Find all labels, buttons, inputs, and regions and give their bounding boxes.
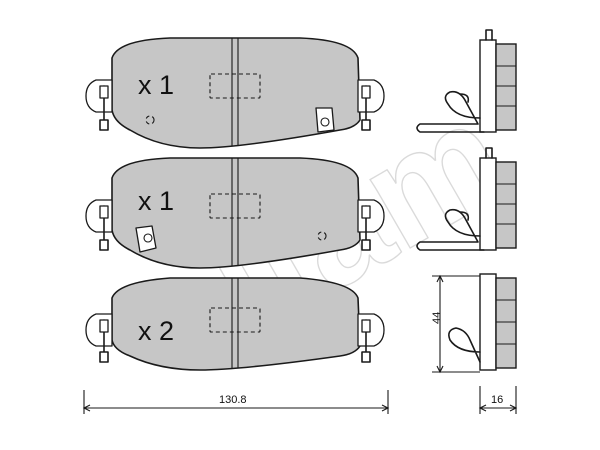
pad-1-quantity-label: x 1	[138, 70, 174, 100]
wear-sensor-tab	[315, 107, 335, 133]
pad-front-view-2: x 1	[85, 157, 385, 269]
height-dimension: 44	[431, 274, 480, 374]
pad-side-view-3	[448, 273, 517, 371]
thickness-dimension: 16	[478, 386, 518, 414]
pad-2-quantity-label: x 1	[138, 186, 174, 216]
pad-front-view-1: x 1	[85, 37, 385, 149]
hole-icon	[317, 231, 327, 241]
width-dimension: 130.8	[82, 390, 390, 414]
pad-3-quantity-label: x 2	[138, 316, 174, 346]
hole-icon	[145, 115, 155, 125]
thickness-dimension-label: 16	[491, 394, 503, 406]
height-dimension-label: 44	[431, 312, 443, 324]
pad-front-view-3: x 2	[85, 277, 385, 371]
wear-sensor-tab	[135, 225, 157, 253]
width-dimension-label: 130.8	[219, 394, 247, 406]
